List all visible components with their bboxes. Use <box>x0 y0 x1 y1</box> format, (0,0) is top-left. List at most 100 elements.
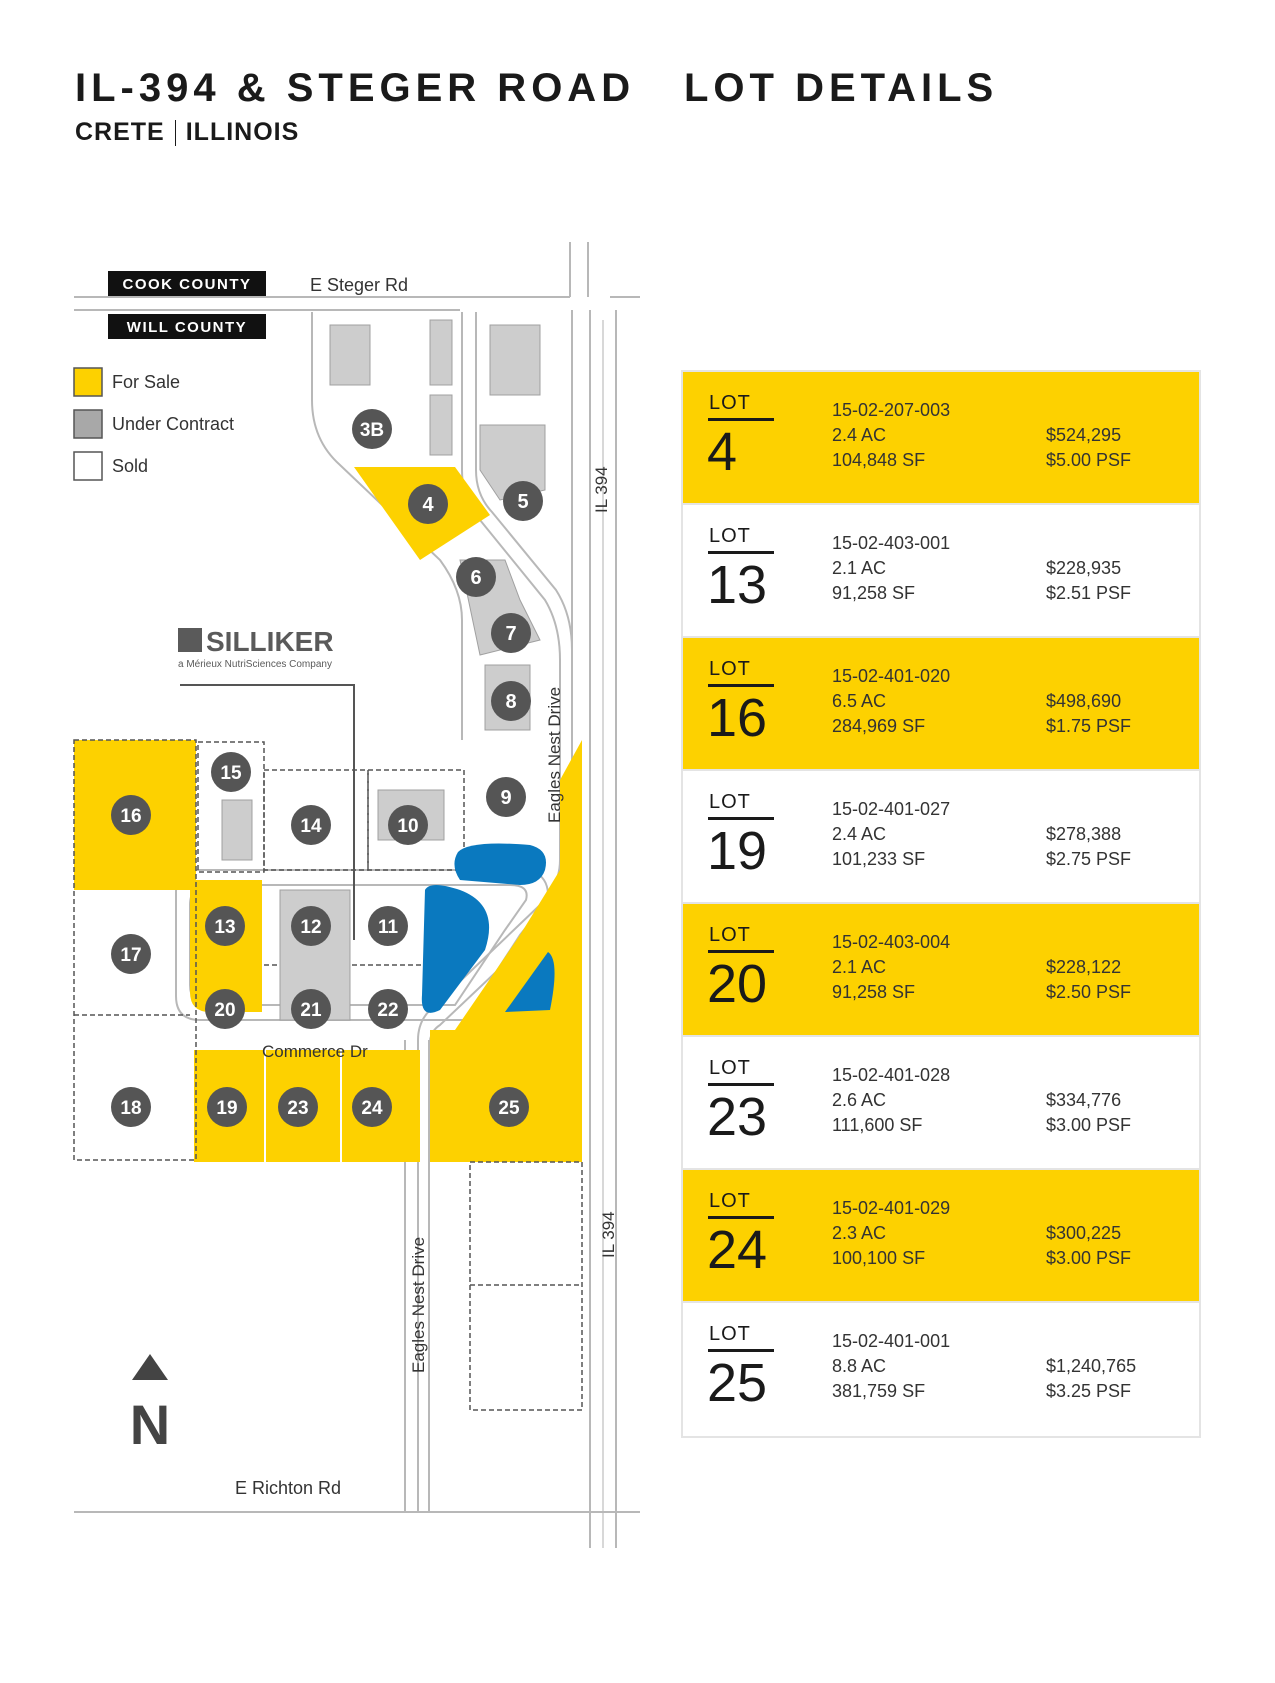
lot-marker-22 <box>368 989 408 1029</box>
lot-marker-label: 13 <box>214 917 235 938</box>
legend-under-contract-swatch <box>73 409 103 439</box>
lot-price-per-sf: $1.75 PSF <box>1046 716 1132 736</box>
lot-price: $278,388 <box>1046 824 1122 844</box>
lot-marker-label: 17 <box>120 945 141 966</box>
lot-word-label: LOT <box>709 392 751 414</box>
tenant-tagline: a Mérieux NutriSciences Company <box>178 659 332 670</box>
lot-details-heading: LOT DETAILS <box>684 66 999 110</box>
location-subtitle: CRETE ILLINOIS <box>75 118 299 147</box>
lot-marker-15 <box>211 752 251 792</box>
lot-marker-label: 19 <box>216 1098 237 1119</box>
eagles-nest-north-label: Eagles Nest Drive <box>545 687 564 823</box>
lot-marker-label: 11 <box>378 917 399 938</box>
building-north-a <box>429 319 453 386</box>
lot-marker-3b <box>352 409 392 449</box>
lot-marker-13 <box>205 906 245 946</box>
detention-ponds <box>421 843 555 1013</box>
lot-marker-24 <box>352 1087 392 1127</box>
lot-number: 13 <box>707 555 768 615</box>
lot-marker-23 <box>278 1087 318 1127</box>
lot-marker-16 <box>111 795 151 835</box>
lot-square-feet: 381,759 SF <box>832 1381 926 1401</box>
lot-acres: 8.8 AC <box>832 1356 887 1376</box>
separator <box>174 120 176 147</box>
lot-word-label: LOT <box>709 1057 751 1079</box>
building-5a <box>489 324 541 396</box>
lot-rule-divider <box>708 1083 774 1086</box>
lot-marker-17 <box>111 934 151 974</box>
lot-marker-label: 4 <box>422 494 434 516</box>
lot-marker-label: 18 <box>120 1098 141 1119</box>
lot-acres: 6.5 AC <box>832 691 887 711</box>
il394-south-label: IL 394 <box>599 1211 618 1258</box>
site-map: COOK COUNTY WILL COUNTY E Steger Rd E Ri… <box>73 242 640 1548</box>
lot-price-per-sf: $3.25 PSF <box>1046 1381 1132 1401</box>
parcel-14 <box>263 769 369 871</box>
lot-price-per-sf: $3.00 PSF <box>1046 1115 1132 1135</box>
lot-price-per-sf: $3.00 PSF <box>1046 1248 1132 1268</box>
legend: For Sale Under Contract Sold <box>73 367 234 481</box>
lot-acres: 2.6 AC <box>832 1090 887 1110</box>
lot-price: $300,225 <box>1046 1223 1122 1243</box>
pond-east <box>505 952 555 1012</box>
lot-marker-label: 9 <box>500 787 511 809</box>
lot-marker-19 <box>207 1087 247 1127</box>
legend-under-contract-label: Under Contract <box>112 414 234 434</box>
parcel-west-column <box>73 739 197 1161</box>
lot-pin: 15-02-401-001 <box>832 1331 951 1351</box>
silliker-logo-icon <box>178 628 202 652</box>
lot-price: $498,690 <box>1046 691 1122 711</box>
building-north-b <box>429 394 453 456</box>
lot-marker-label: 14 <box>300 816 322 837</box>
lot-number: 23 <box>707 1087 768 1147</box>
tenant-leader-line <box>180 684 355 940</box>
lot-price: $334,776 <box>1046 1090 1122 1110</box>
lot-marker-label: 16 <box>120 806 141 827</box>
city-label: CRETE <box>75 118 165 146</box>
eagles-nest-south-label: Eagles Nest Drive <box>409 1237 428 1373</box>
lot-price-per-sf: $2.50 PSF <box>1046 982 1132 1002</box>
lot-number: 24 <box>707 1220 768 1280</box>
lot-acres: 2.4 AC <box>832 824 887 844</box>
lot-rule-divider <box>708 950 774 953</box>
lot-marker-11 <box>368 906 408 946</box>
state-label: ILLINOIS <box>185 118 300 146</box>
lot-price-per-sf: $2.51 PSF <box>1046 583 1132 603</box>
lot-word-label: LOT <box>709 924 751 946</box>
pond-central <box>421 885 490 1013</box>
lot-marker-label: 21 <box>300 1000 322 1021</box>
lot-rule-divider <box>708 684 774 687</box>
tenant-name: SILLIKER <box>206 626 334 657</box>
lot-marker-label: 6 <box>470 567 481 589</box>
lot-word-label: LOT <box>709 525 751 547</box>
lot-marker-12 <box>291 906 331 946</box>
lot-number: 4 <box>707 422 738 482</box>
cook-county-label: COOK COUNTY <box>123 276 252 293</box>
lot-square-feet: 100,100 SF <box>832 1248 926 1268</box>
lot-square-feet: 104,848 SF <box>832 450 926 470</box>
lot-marker-7 <box>491 613 531 653</box>
lot-rule-divider <box>708 1216 774 1219</box>
lot-marker-label: 10 <box>397 816 418 837</box>
lot-marker-25 <box>489 1087 529 1127</box>
lot-pin: 15-02-401-027 <box>832 799 951 819</box>
will-county-badge <box>108 314 266 339</box>
north-arrow-icon <box>132 1354 168 1380</box>
lot-marker-label: 24 <box>361 1098 383 1119</box>
lot-marker-10 <box>388 805 428 845</box>
lot-pin: 15-02-401-028 <box>832 1065 951 1085</box>
north-arrow: N <box>130 1354 170 1456</box>
legend-sold-label: Sold <box>112 456 148 476</box>
sold-parcels <box>73 739 583 1411</box>
lot-rule-divider <box>708 418 774 421</box>
lot-acres: 2.4 AC <box>832 425 887 445</box>
building-3b <box>329 324 371 386</box>
richton-road-label: E Richton Rd <box>235 1478 341 1498</box>
lot-price-per-sf: $5.00 PSF <box>1046 450 1132 470</box>
